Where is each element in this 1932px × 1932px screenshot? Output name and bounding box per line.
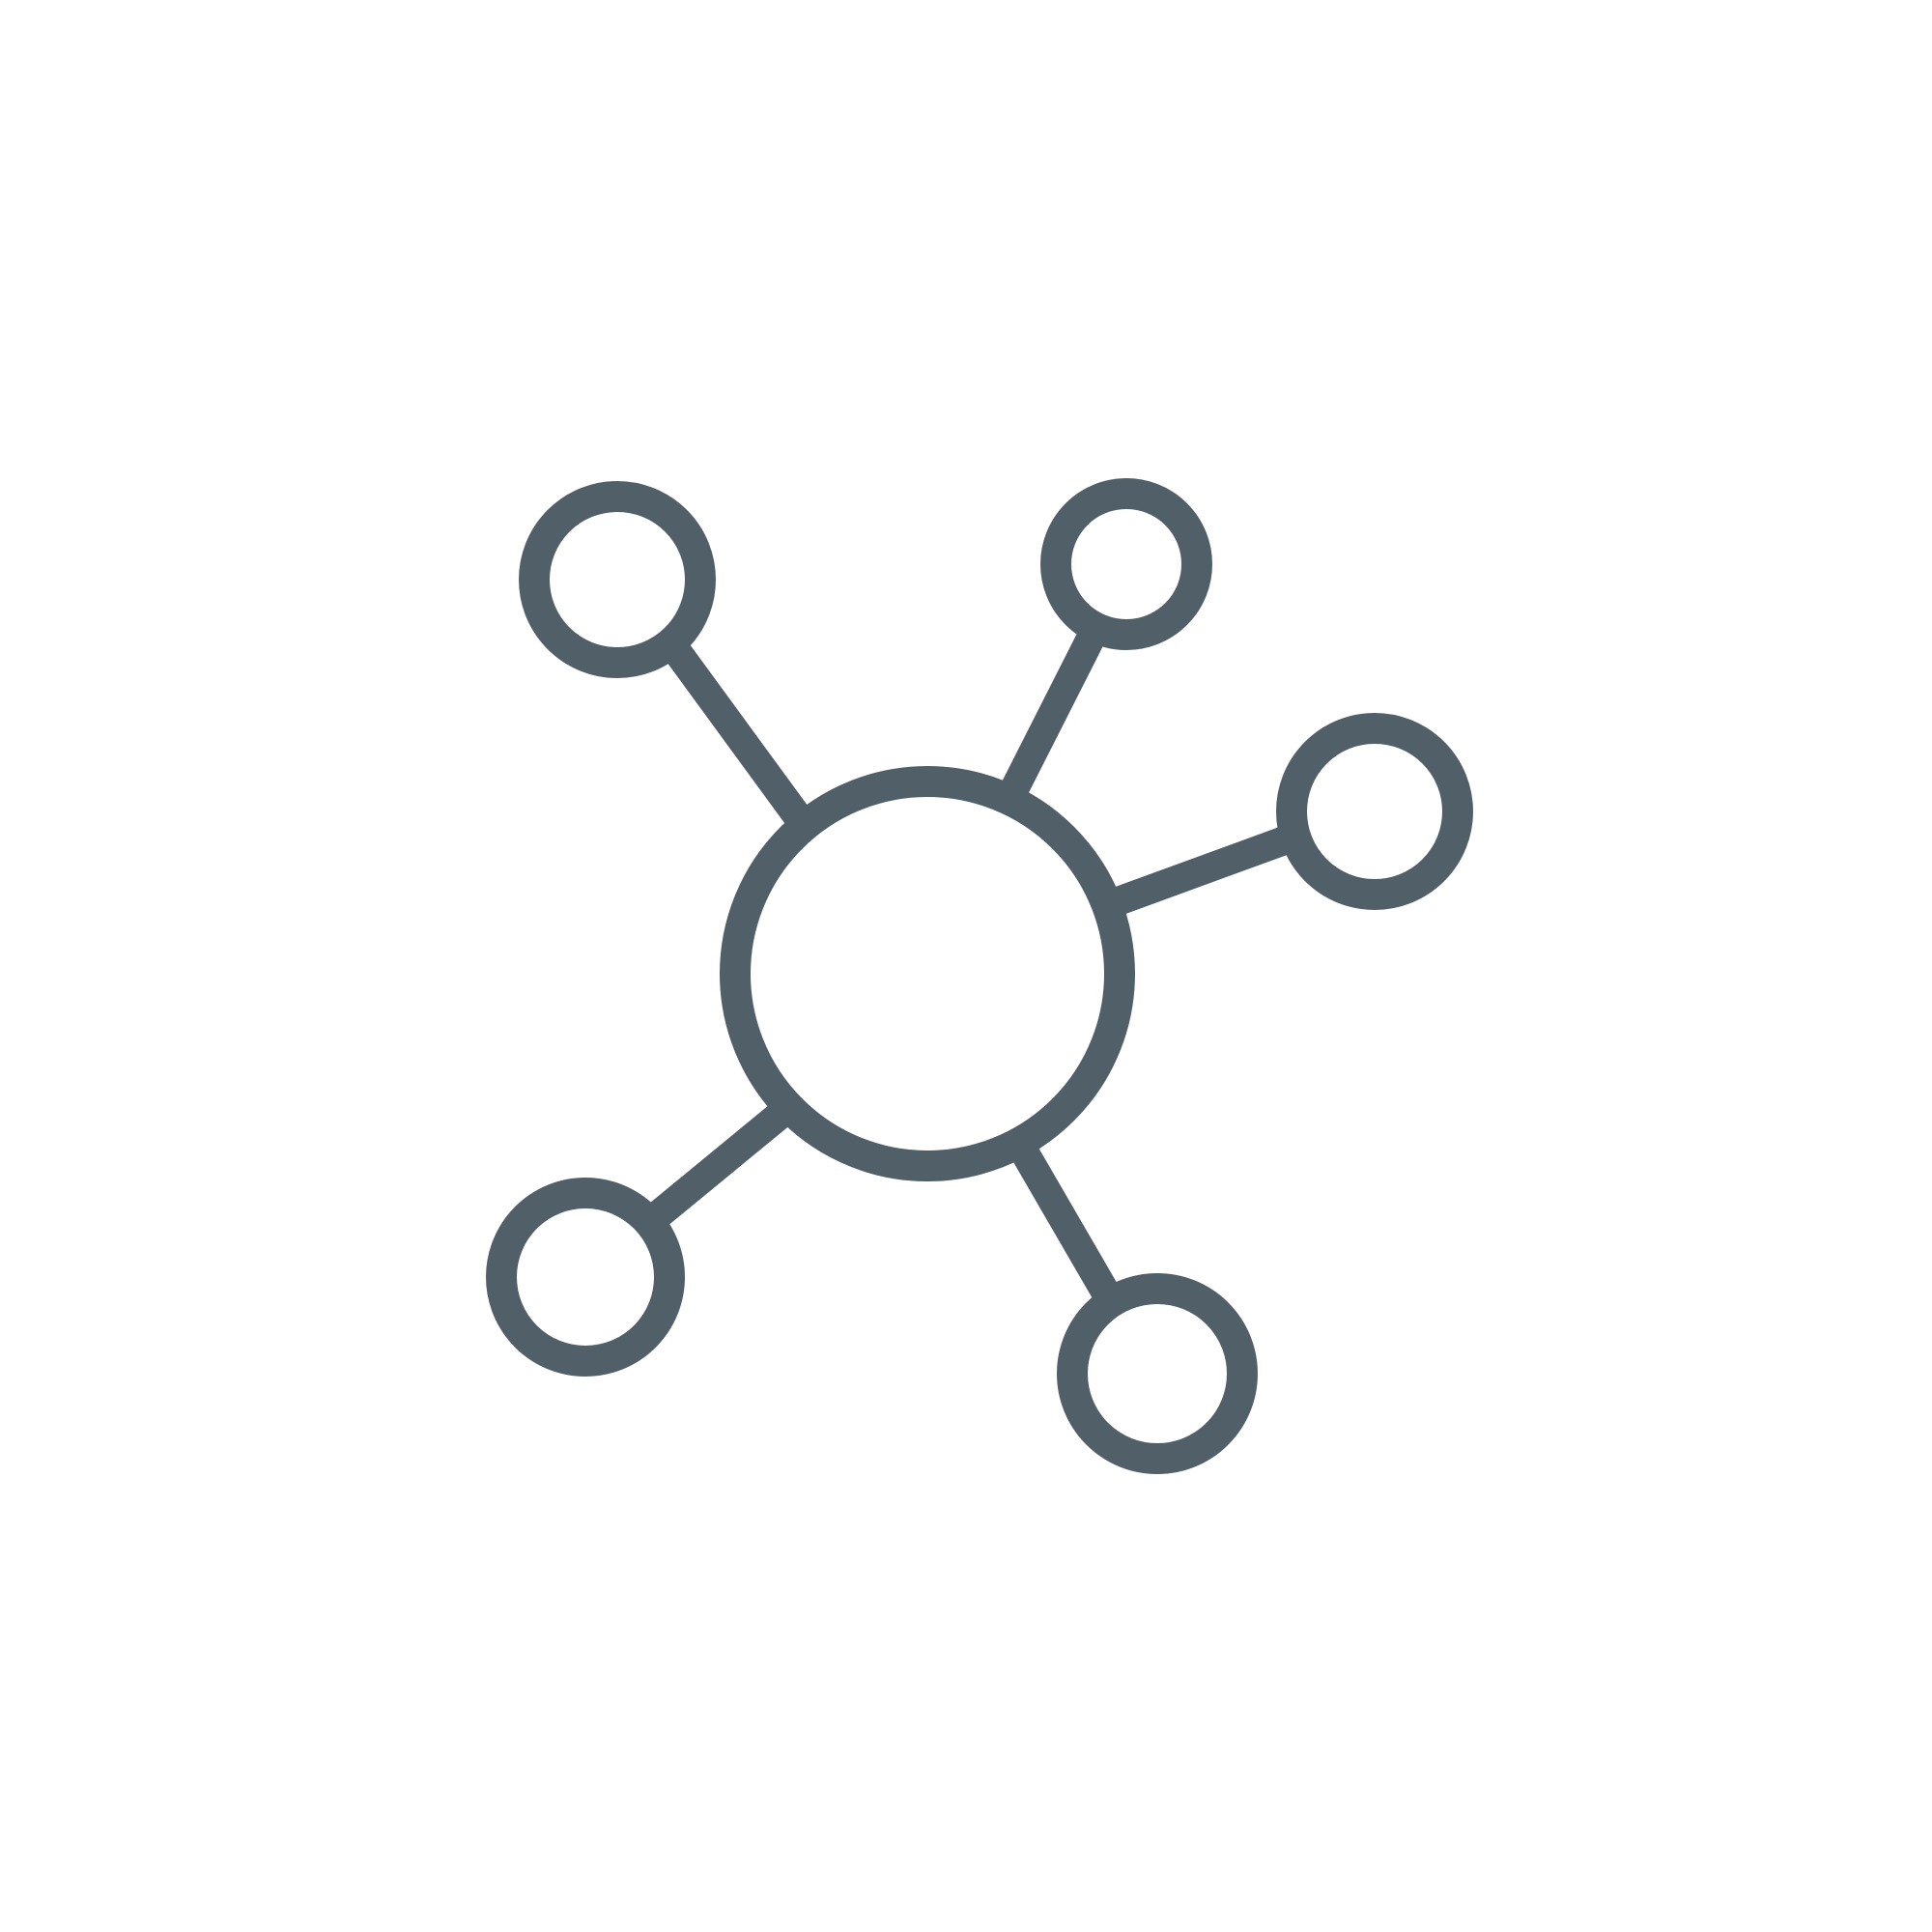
node-top-left: [519, 481, 716, 678]
spoke-bottom-right: [1009, 1137, 1122, 1311]
spoke-top-right: [1001, 628, 1103, 802]
spokes-group: [633, 628, 1307, 1311]
node-right: [1276, 713, 1473, 910]
node-top-right: [1040, 478, 1212, 650]
node-bottom-left: [486, 1178, 685, 1377]
spoke-right: [1106, 823, 1307, 915]
spoke-bottom-left: [633, 1102, 792, 1238]
node-bottom-right: [1057, 1273, 1258, 1474]
nodes-group: [486, 478, 1473, 1474]
spoke-top-left: [664, 639, 813, 833]
hub-node: [720, 766, 1135, 1181]
